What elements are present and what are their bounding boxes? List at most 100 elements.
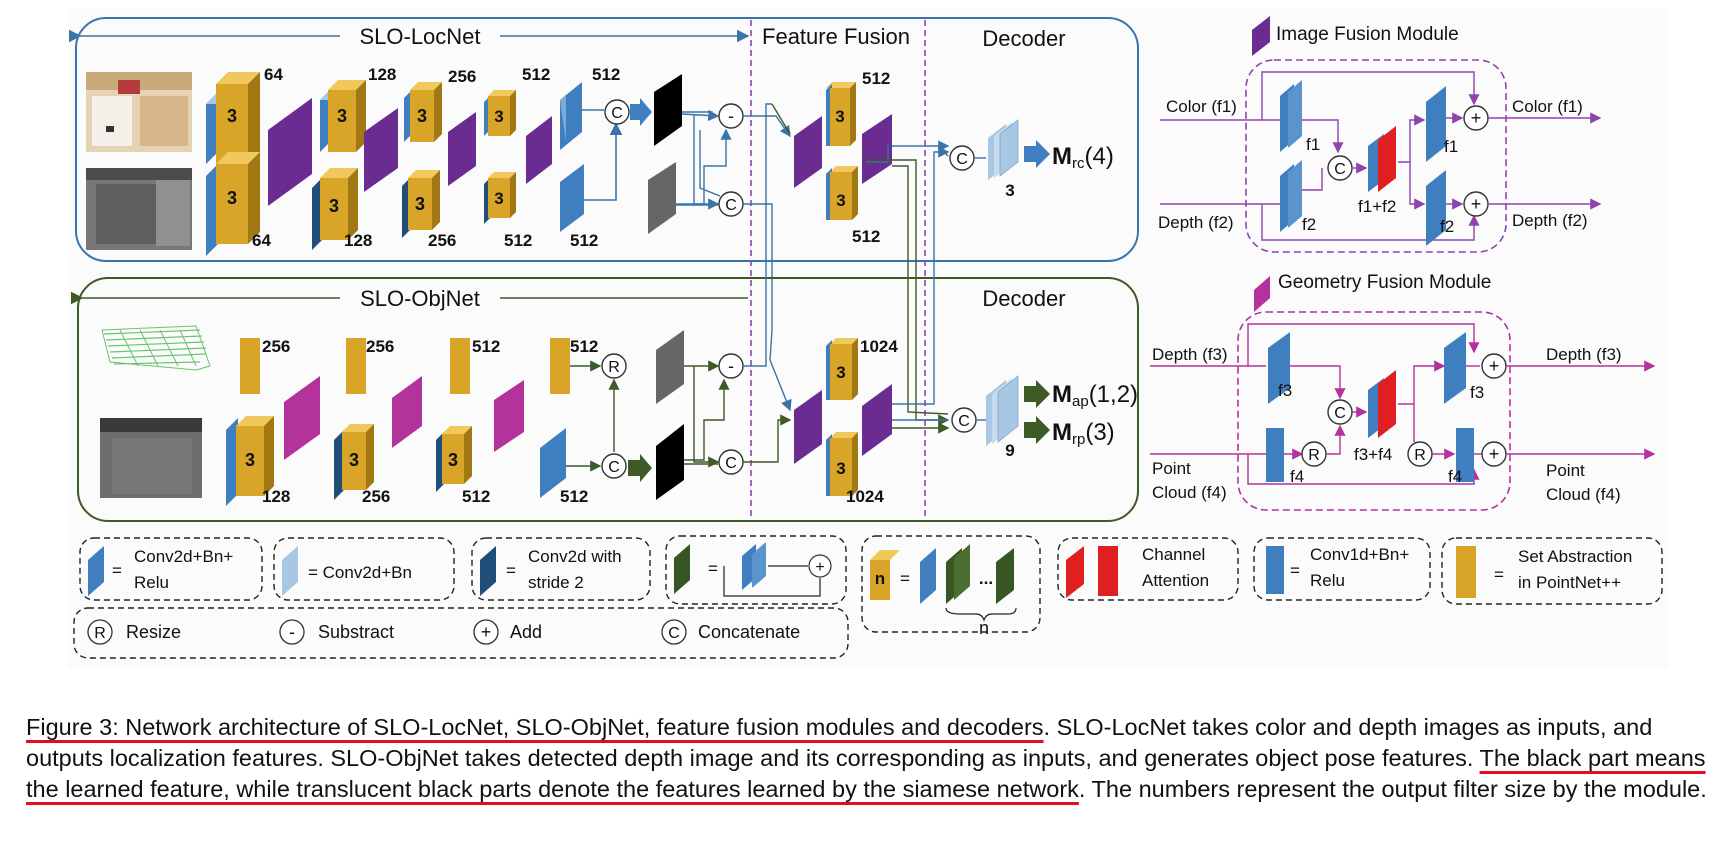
obj-resize-op: [601, 353, 627, 379]
gf-output-pc-2: Cloud (f4): [1546, 485, 1621, 504]
depth-image: [86, 168, 192, 250]
obj-resize-label: R: [608, 359, 620, 376]
if-channel-attention: [1368, 126, 1396, 192]
gf-f3f4-label: f3+f4: [1354, 445, 1392, 464]
svg-text:3: 3: [329, 196, 339, 216]
fusion-top-block-1: 3: [826, 82, 856, 146]
obj-learned-feature: [656, 424, 684, 500]
fusion-bottom-block-1: 3: [826, 338, 858, 400]
svg-text:3: 3: [494, 107, 503, 126]
geometry-fusion-frame: [1237, 311, 1511, 511]
if-concat-label: C: [1334, 161, 1346, 178]
obj-top-sa-2: [346, 338, 366, 394]
loc-bottom-block-1: 3: [206, 152, 260, 256]
obj-concat-arrow: [628, 454, 652, 482]
gf-concat-label: C: [1334, 405, 1346, 422]
loc-top-block-3: 3: [404, 82, 442, 142]
if-output-color: Color (f1): [1512, 97, 1583, 116]
svg-text:=: =: [1290, 561, 1300, 580]
decoder-top-concat-label: C: [956, 151, 968, 168]
if-f2-label-2: f2: [1440, 217, 1454, 236]
svg-text:n: n: [979, 618, 989, 638]
loc-bottom-conv-5: [560, 164, 584, 232]
obj-concat-label-2: C: [725, 455, 737, 472]
svg-text:in PointNet++: in PointNet++: [1518, 573, 1621, 592]
legend-channel-attention: Channel Attention: [1057, 537, 1239, 601]
gf-f4-conv1d-2: [1456, 428, 1474, 482]
loc-top-block-4: 3: [484, 90, 516, 136]
svg-text:= Conv2d+Bn: = Conv2d+Bn: [308, 563, 412, 582]
obj-bottom-conv-4: [540, 428, 566, 498]
svg-text:=: =: [708, 559, 718, 578]
fusion-bottom-ch-1: 1024: [860, 337, 898, 356]
svg-text:=: =: [506, 561, 516, 580]
svg-text:Conv2d+Bn+: Conv2d+Bn+: [134, 547, 233, 566]
svg-text:3: 3: [417, 106, 427, 126]
loc-top-ch-4: 512: [522, 65, 550, 84]
geometry-fusion-module-icon: [1254, 276, 1270, 312]
fusion-bottom-block-2: 3: [826, 432, 858, 496]
svg-text:3: 3: [836, 363, 845, 382]
decoder-top-filters: 3: [1005, 181, 1014, 200]
gf-input-depth: Depth (f3): [1152, 345, 1228, 364]
obj-concat-op: [601, 453, 627, 479]
figure-caption: Figure 3: Network architecture of SLO-Lo…: [26, 712, 1716, 805]
svg-text:C: C: [668, 625, 680, 642]
if-output-depth: Depth (f2): [1512, 211, 1588, 230]
obj-magenta-2: [392, 376, 422, 448]
decoder-top-stack: [988, 119, 1019, 180]
obj-top-sa-4: [550, 338, 570, 394]
obj-bottom-block-3: 3: [436, 426, 472, 492]
obj-bottom-block-1: 3: [226, 416, 274, 506]
legend-set-abstraction: = Set Abstraction in PointNet++: [1441, 537, 1663, 605]
loc-concat-op: [604, 99, 630, 125]
loc-top-conv-5: [560, 82, 582, 150]
legend-conv1d: = Conv1d+Bn+ Relu: [1253, 537, 1431, 601]
legend-block-n: n = ... n: [861, 535, 1041, 638]
svg-text:Concatenate: Concatenate: [698, 622, 800, 642]
svg-text:Channel: Channel: [1142, 545, 1205, 564]
obj-top-ch-2: 256: [366, 337, 394, 356]
svg-text:3: 3: [415, 194, 425, 214]
caption-title: Figure 3: Network architecture of SLO-Lo…: [26, 714, 1044, 740]
svg-text:Conv1d+Bn+: Conv1d+Bn+: [1310, 545, 1409, 564]
fusion-bottom-ch-2: 1024: [846, 487, 884, 506]
output-ap: Map(1,2): [1052, 381, 1138, 410]
svg-text:Attention: Attention: [1142, 571, 1209, 590]
if-f2-conv: [1280, 160, 1302, 232]
depth-crop-image: [100, 418, 202, 498]
gf-add-label-1: +: [1489, 356, 1500, 376]
loc-concat-arrow: [630, 98, 652, 126]
obj-top-sa-1: [240, 338, 260, 394]
legend-residual: = +: [665, 535, 847, 605]
fusion-bottom-purple-2: [862, 384, 892, 456]
caption-text-1: . SLO-LocNet takes color and depth image…: [26, 714, 1653, 771]
obj-subtract-label: -: [728, 356, 734, 376]
loc-top-ch-5: 512: [592, 65, 620, 84]
obj-top-sa-3: [450, 338, 470, 394]
decoder-bottom-stack: [986, 375, 1019, 446]
obj-bottom-block-2: 3: [334, 424, 374, 500]
loc-top-block-1: 3: [206, 72, 260, 164]
output-rp-arrow: [1024, 416, 1050, 444]
obj-magenta-3: [494, 380, 524, 452]
gf-resize-label-2: R: [1414, 447, 1426, 464]
if-f1-label-2: f1: [1444, 137, 1458, 156]
loc-top-ch-3: 256: [448, 67, 476, 86]
if-f1-conv-2: [1426, 86, 1446, 162]
gf-f4-label-2: f4: [1448, 467, 1462, 486]
gf-input-pc-2: Cloud (f4): [1152, 483, 1227, 502]
gf-f3-label-2: f3: [1470, 383, 1484, 402]
svg-text:Resize: Resize: [126, 622, 181, 642]
gf-f3-label: f3: [1278, 381, 1292, 400]
image-fusion-module-icon: [1252, 16, 1270, 56]
caption-text-2: . The numbers represent the output filte…: [1078, 776, 1707, 802]
svg-text:3: 3: [494, 189, 503, 208]
if-input-depth: Depth (f2): [1158, 213, 1234, 232]
svg-text:=: =: [1494, 565, 1504, 584]
svg-text:3: 3: [227, 188, 237, 208]
obj-bottom-ch-3: 512: [462, 487, 490, 506]
svg-text:stride 2: stride 2: [528, 573, 584, 592]
loc-purple-4: [526, 116, 552, 184]
gf-channel-attention: [1368, 370, 1396, 438]
